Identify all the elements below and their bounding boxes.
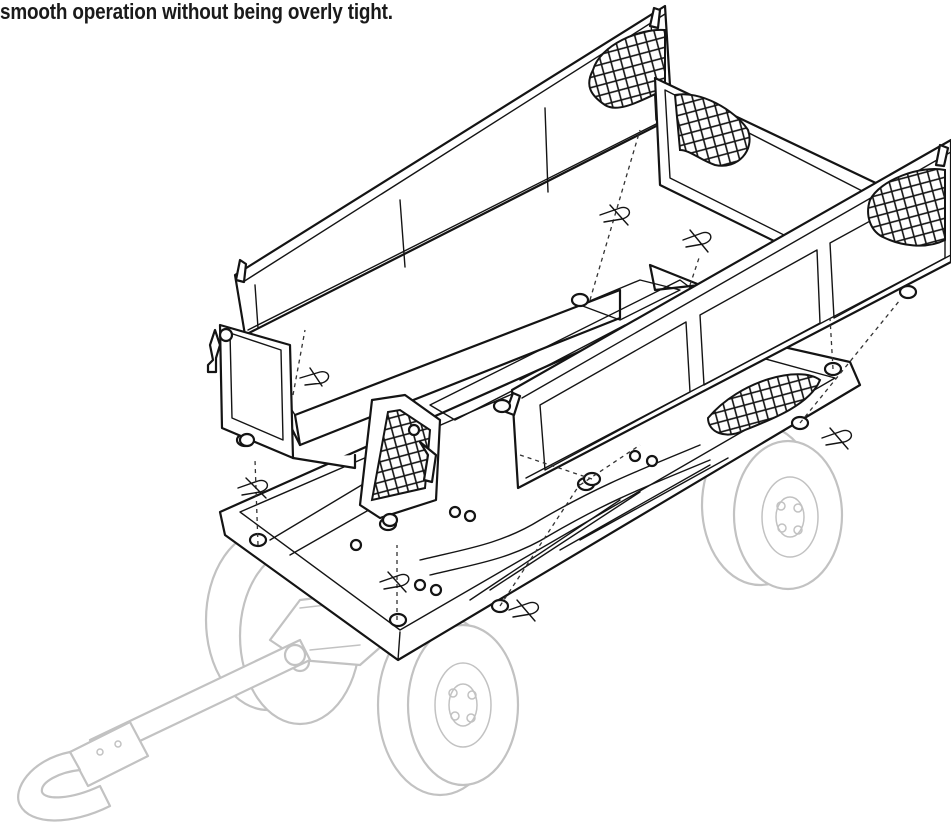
back-side-panel [233, 4, 674, 337]
center-end-panel [358, 393, 442, 528]
wheel-rear-right [700, 423, 844, 591]
instruction-text: smooth operation without being overly ti… [0, 0, 393, 24]
front-end-panel [206, 323, 357, 470]
hairpin-clips [237, 204, 852, 622]
wheel-front-right [376, 613, 520, 797]
alignment-guides [254, 129, 901, 620]
pull-handle [17, 638, 312, 822]
front-side-panel [492, 138, 951, 490]
